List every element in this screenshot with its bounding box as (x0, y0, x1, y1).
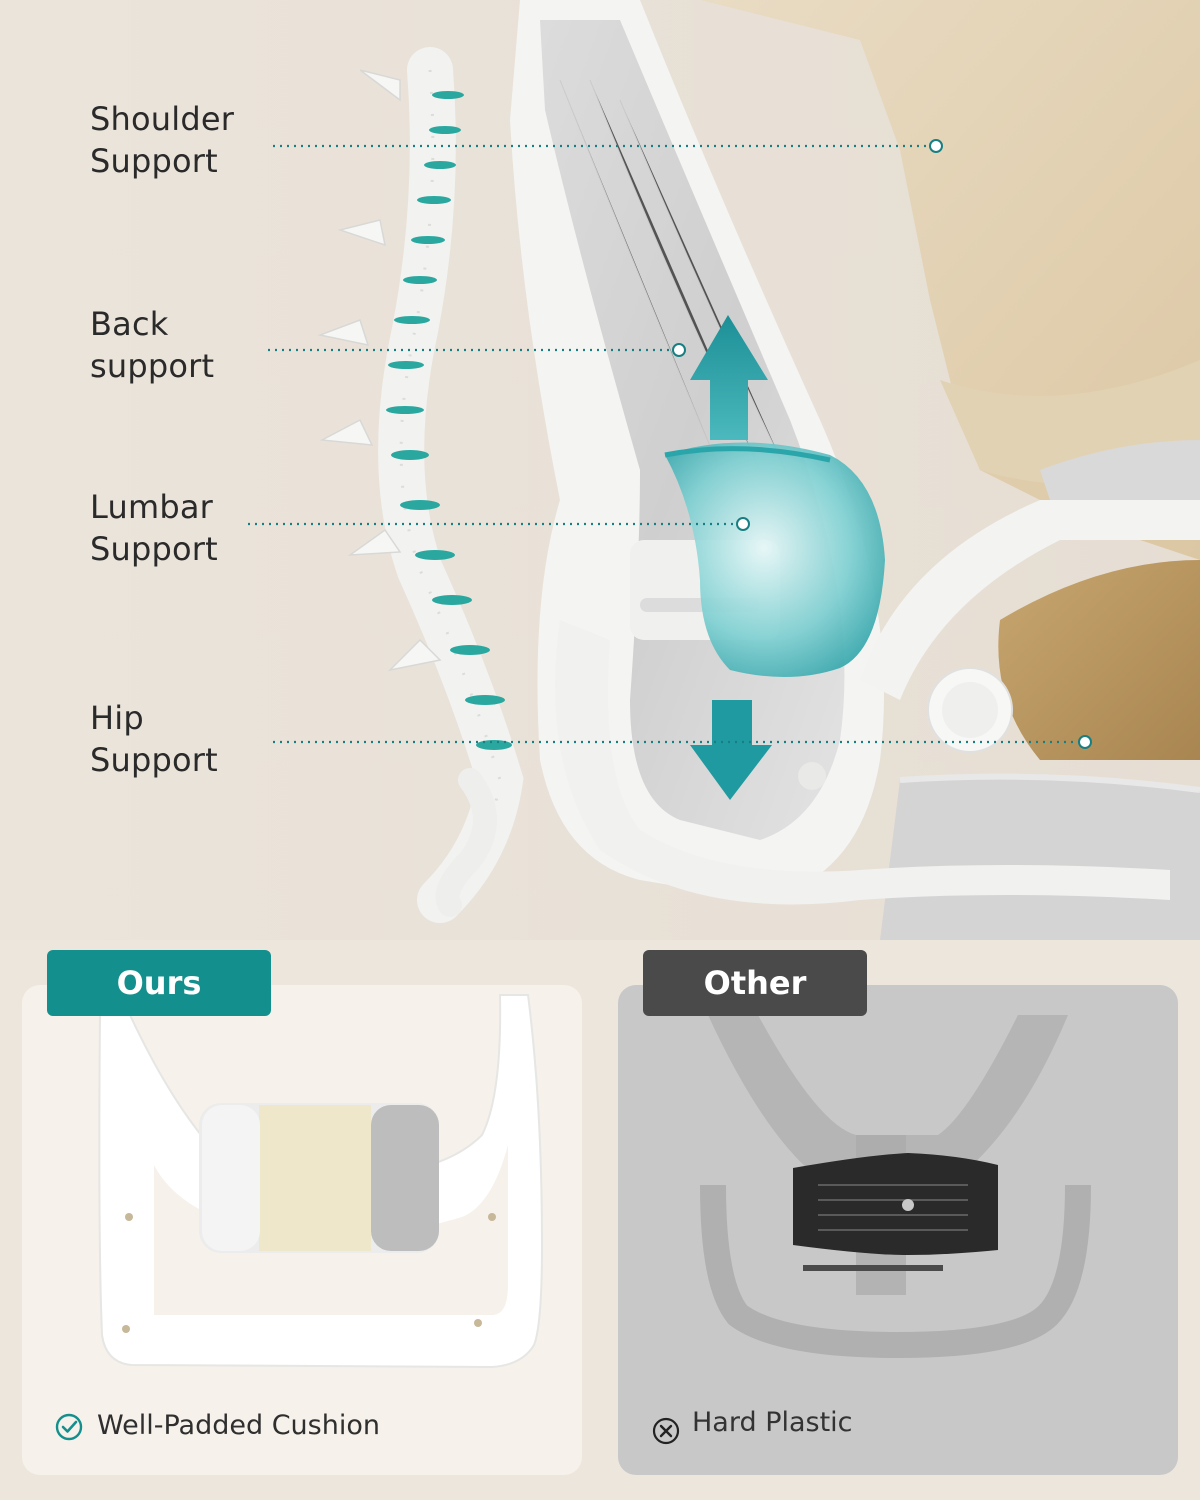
label-line: Back (90, 305, 169, 343)
chair-spine-illustration (0, 0, 1200, 940)
label-line: Hip (90, 699, 144, 737)
label-shoulder-support: Shoulder Support (90, 98, 234, 182)
ours-comparison-panel (22, 985, 582, 1475)
label-line: Support (90, 530, 218, 568)
label-lumbar-support: Lumbar Support (90, 486, 218, 570)
label-line: Lumbar (90, 488, 213, 526)
label-line: Support (90, 741, 218, 779)
hard-plastic-frame-image (700, 1015, 1091, 1359)
check-circle-icon (55, 1413, 83, 1441)
label-line: Support (90, 142, 218, 180)
other-comparison-panel (618, 985, 1178, 1475)
label-back-support: Back support (90, 303, 214, 387)
x-circle-icon (652, 1417, 680, 1445)
padded-cushion-frame-image (98, 994, 544, 1369)
label-hip-support: Hip Support (90, 697, 218, 781)
label-line: Shoulder (90, 100, 235, 138)
spine-illustration (317, 47, 524, 923)
ours-caption: Well-Padded Cushion (97, 1410, 380, 1441)
other-badge: Other (643, 950, 867, 1016)
other-caption: Hard Plastic (692, 1407, 853, 1438)
ours-badge: Ours (47, 950, 271, 1016)
label-line: support (90, 347, 215, 385)
